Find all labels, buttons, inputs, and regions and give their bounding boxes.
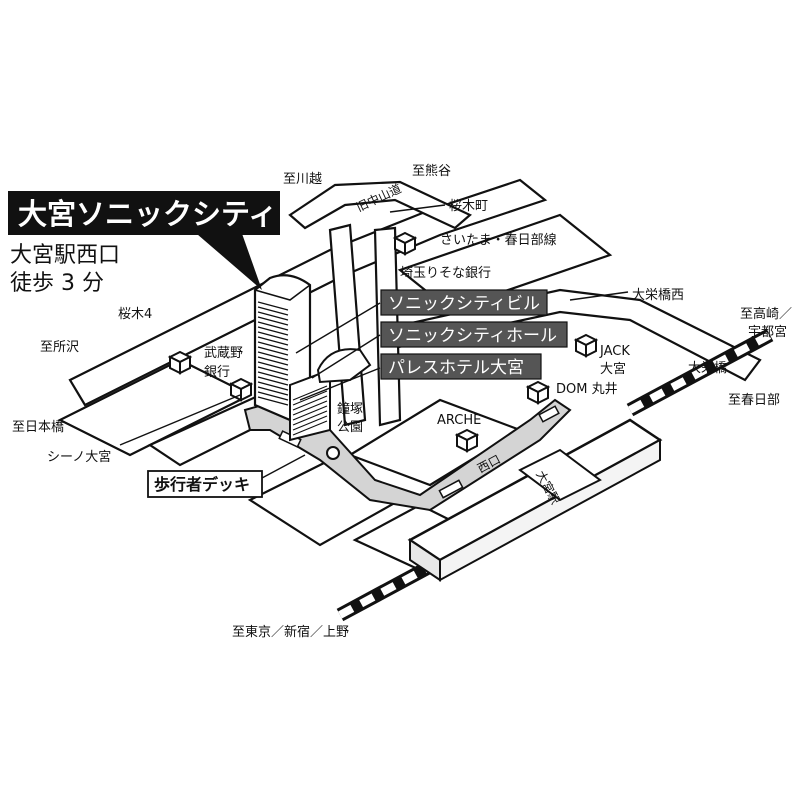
cube-dom: [525, 380, 551, 405]
building-labels: ソニックシティビル ソニックシティホール パレスホテル大宮: [380, 289, 568, 380]
svg-text:歩行者デッキ: 歩行者デッキ: [154, 475, 250, 494]
label-to-takasaki-1: 至高崎／: [740, 306, 792, 322]
label-to-tokyo: 至東京／新宿／上野: [232, 624, 349, 640]
tower-floor-line: [257, 381, 289, 391]
annex-floor-line: [292, 420, 328, 436]
annex-floor-line: [292, 385, 328, 401]
tower-floor-line: [257, 371, 289, 381]
sonic-city-tower: [253, 274, 372, 442]
cube-saitama-resona: [392, 231, 418, 256]
label-saitama-resona: 埼玉りそな銀行: [400, 266, 491, 281]
label-sonic-city-hall: ソニックシティホール: [388, 326, 557, 346]
building-icons: [167, 231, 599, 453]
block-arche: [347, 398, 523, 487]
label-to-kasukabe: 至春日部: [728, 393, 780, 408]
label-musashino-1: 武蔵野: [204, 346, 243, 361]
tower-floor-line: [257, 396, 289, 406]
tower-floor-line: [257, 391, 289, 401]
label-to-kawagoe: 至川越: [283, 172, 322, 187]
tower-floor-line: [257, 376, 289, 386]
tower-floor-line: [257, 386, 289, 396]
annex-floor-line: [292, 395, 328, 411]
cube-arche: [454, 428, 480, 453]
leader-lines: [119, 204, 629, 479]
tower-floor-line: [257, 301, 289, 311]
label-musashino-2: 銀行: [204, 365, 230, 380]
tower-floor-line: [257, 321, 289, 331]
label-to-nihonbashi: 至日本橋: [12, 420, 64, 435]
tower-floor-line: [257, 366, 289, 376]
tower-floor-line: [257, 336, 289, 346]
access-walk: 徒歩 3 分: [10, 271, 104, 296]
label-shino-omiya: シーノ大宮: [47, 449, 111, 465]
tower-floor-line: [257, 331, 289, 341]
label-kamazuka-1: 鐘塚: [337, 401, 363, 417]
annex-floor-line: [292, 415, 328, 431]
tower-floor-line: [257, 341, 289, 351]
annex-floor-line: [292, 405, 328, 421]
label-dom-marui: DOM 丸井: [556, 382, 618, 397]
road-to-kawagoe: [288, 180, 472, 230]
label-omiya-bashi-nishi: 大栄橋西: [632, 288, 684, 303]
label-kamazuka-2: 公園: [337, 420, 363, 435]
title-box: [8, 191, 280, 235]
title-name: 大宮ソニックシティ: [18, 197, 277, 231]
omiya-station: [407, 418, 663, 582]
label-jack-2: 大宮: [600, 361, 626, 377]
tower-floor-line: [257, 351, 289, 361]
cube-jack: [573, 333, 599, 358]
label-omiya-bashi: 大栄橋: [688, 361, 727, 376]
access-station: 大宮駅西口: [10, 243, 120, 268]
tower-floor-line: [257, 311, 289, 321]
deck-label: 歩行者デッキ: [147, 470, 263, 498]
label-sakuragicho: 桜木町: [449, 199, 488, 214]
title-callout: 大宮ソニックシティ 大宮駅西口 徒歩 3 分: [8, 191, 280, 296]
label-saitama-kasukabe-line: さいたま・春日部線: [440, 232, 557, 248]
annex-floor-line: [292, 390, 328, 406]
annex-floor-line: [292, 400, 328, 416]
label-jack-1: JACK: [599, 344, 630, 359]
cube-musashino-bank: [167, 350, 193, 375]
label-sakuragi4: 桜木4: [118, 307, 152, 322]
label-box-sonic-hall: [380, 321, 568, 348]
tower-floor-line: [257, 316, 289, 326]
annex-floor-line: [292, 410, 328, 426]
tower-floor-line: [257, 326, 289, 336]
tower-floor-line: [257, 361, 289, 371]
label-to-tokorozawa: 至所沢: [40, 340, 79, 355]
label-to-takasaki-2: 宇都宮: [748, 324, 787, 340]
label-arche: ARCHE: [437, 413, 481, 428]
label-to-kumagaya: 至熊谷: [412, 163, 451, 179]
tower-floor-line: [257, 346, 289, 356]
tower-floor-line: [257, 306, 289, 316]
label-box-sonic-building: [380, 289, 548, 316]
tower-floor-line: [257, 356, 289, 366]
label-palace-hotel: パレスホテル大宮: [388, 358, 524, 378]
label-sonic-city-building: ソニックシティビル: [388, 294, 540, 314]
label-box-palace-hotel: [380, 353, 542, 380]
